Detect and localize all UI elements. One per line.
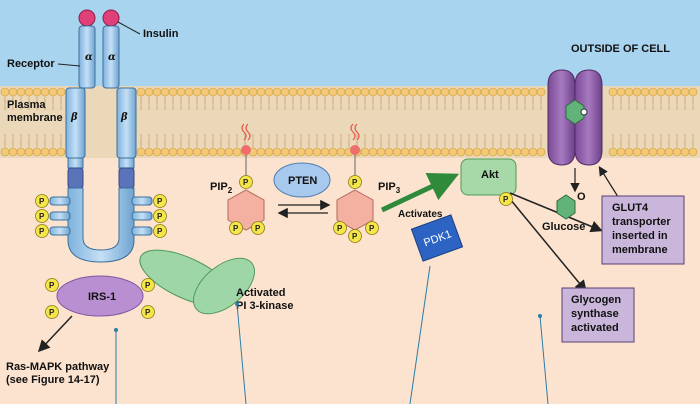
phosphate-icon	[499, 192, 513, 206]
glut4-transporter	[547, 69, 603, 166]
phosphate-label: P	[145, 308, 151, 317]
akt-to-glut4-arrow	[509, 192, 603, 233]
glut4-box-text: inserted in	[612, 230, 668, 242]
pdk1-box: PDK1	[410, 214, 464, 262]
pip2-molecule	[227, 123, 265, 231]
plasma-membrane-label: Plasma	[7, 99, 46, 111]
glut4-box-text: membrane	[612, 244, 668, 256]
akt-label: Akt	[481, 169, 499, 181]
phosphate-label: P	[243, 178, 249, 187]
outside-of-cell-label: OUTSIDE OF CELL	[571, 43, 670, 55]
alpha-subunit-label: α	[85, 52, 93, 63]
phosphate-label: P	[39, 197, 45, 206]
phosphate-icon	[251, 221, 265, 235]
phosphate-icon	[365, 221, 379, 235]
pten-label: PTEN	[288, 175, 317, 187]
phosphate-label: P	[39, 212, 45, 221]
phosphate-label: P	[49, 308, 55, 317]
insulin-molecule	[102, 9, 120, 27]
glut4-box	[601, 195, 685, 265]
phosphate-icon	[153, 194, 167, 208]
insulin-leader-line	[117, 21, 141, 35]
pten-enzyme	[273, 162, 331, 198]
phosphate-icon	[153, 209, 167, 223]
phosphate-icon	[239, 175, 253, 189]
ras-mapk-label: Ras-MAPK pathway	[6, 361, 110, 373]
pip3-label: PIP3	[378, 181, 401, 195]
phosphate-icon	[333, 221, 347, 235]
phosphate-label: P	[157, 227, 163, 236]
insulin-molecule	[78, 9, 96, 27]
phosphate-label: P	[49, 281, 55, 290]
phosphate-icon	[35, 209, 49, 223]
ras-mapk-label: (see Figure 14-17)	[6, 374, 100, 386]
phosphate-icon	[35, 224, 49, 238]
alpha-subunit-label: α	[108, 52, 116, 63]
activates-label: Activates	[398, 209, 443, 220]
pip2-label: PIP2	[210, 181, 233, 195]
pi3k-label: Activated	[236, 287, 286, 299]
glycogen-box-text: activated	[571, 322, 619, 334]
phosphate-icon	[141, 278, 155, 292]
glut4-box-text: transporter	[612, 216, 671, 228]
insulin-label: Insulin	[143, 28, 179, 40]
receptor-leader-line	[57, 63, 81, 67]
glycogen-box-text: synthase	[571, 308, 619, 320]
phosphate-icon	[35, 194, 49, 208]
glut4-insertion-arrow	[598, 165, 621, 201]
activates-arrow	[380, 172, 460, 213]
phosphate-label: P	[337, 224, 343, 233]
plasma-membrane-label: membrane	[7, 112, 63, 124]
phosphate-icon	[45, 278, 59, 292]
phosphate-label: P	[39, 227, 45, 236]
phosphate-label: P	[255, 224, 261, 233]
phosphate-icon	[229, 221, 243, 235]
phosphate-label: P	[369, 224, 375, 233]
glycogen-box-text: Glycogen	[571, 294, 621, 306]
insulin-receptor: α α β β	[49, 9, 153, 263]
pointer-lines	[115, 265, 549, 404]
phosphate-icon	[153, 224, 167, 238]
phosphate-label: P	[157, 197, 163, 206]
phosphate-icon	[348, 175, 362, 189]
phosphate-label: P	[352, 178, 358, 187]
phosphate-label: P	[352, 232, 358, 241]
phosphate-icon	[141, 305, 155, 319]
phosphate-label: P	[233, 224, 239, 233]
glycogen-box	[561, 287, 635, 343]
glucose-molecule	[556, 194, 576, 220]
glucose-oxygen: O	[577, 191, 586, 203]
receptor-label: Receptor	[7, 58, 55, 70]
phosphate-label: P	[157, 212, 163, 221]
pi3-kinase	[139, 249, 255, 315]
glucose-label: Glucose	[542, 221, 585, 233]
akt-kinase	[460, 158, 517, 196]
irs1-label: IRS-1	[88, 291, 116, 303]
phosphate-label: P	[503, 195, 509, 204]
pi3k-label: PI 3-kinase	[236, 300, 293, 312]
glut4-box-text: GLUT4	[612, 202, 649, 214]
ras-mapk-arrow	[37, 315, 73, 353]
pointer-dots	[114, 302, 542, 332]
akt-to-glycogen-arrow	[509, 198, 587, 293]
beta-subunit-label: β	[120, 112, 128, 123]
phosphate-label: P	[145, 281, 151, 290]
irs1-protein	[56, 275, 144, 317]
beta-subunit-label: β	[70, 112, 78, 123]
phosphate-icon	[45, 305, 59, 319]
phosphate-icon	[348, 229, 362, 243]
